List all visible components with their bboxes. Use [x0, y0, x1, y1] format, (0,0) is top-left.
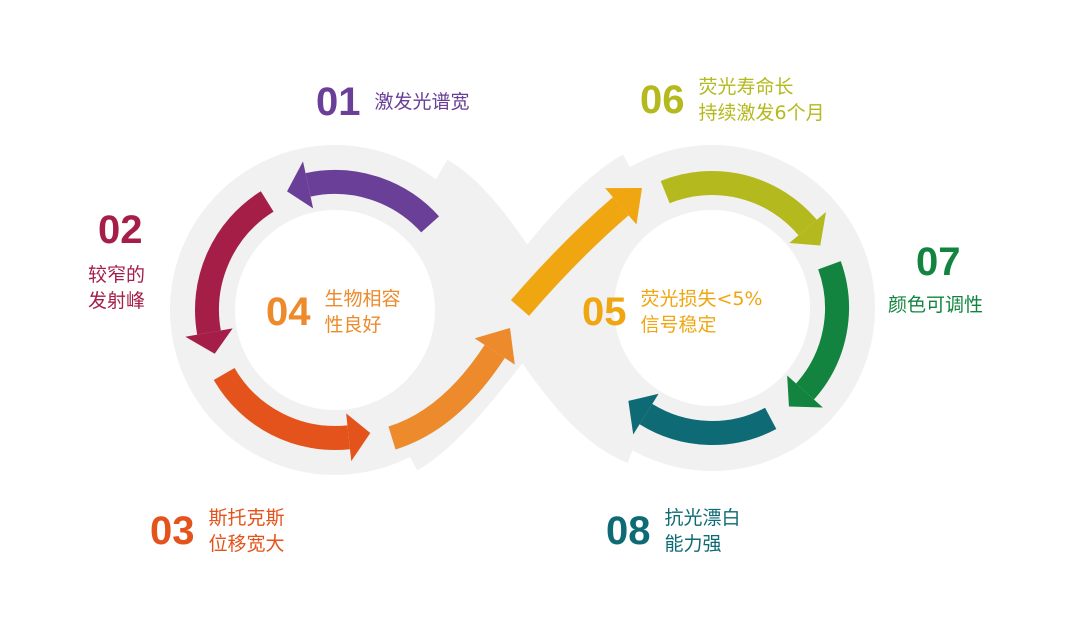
arrow-07-head	[787, 375, 823, 408]
step-05-label: 05 荧光损失<5% 信号稳定	[582, 286, 763, 338]
step-08-label: 08 抗光漂白 能力强	[606, 505, 741, 557]
step-number: 01	[316, 80, 361, 124]
arrow-02-head	[185, 328, 233, 354]
loop-inner-left	[235, 210, 435, 410]
arrow-06-shaft	[660, 171, 817, 236]
step-text: 抗光漂白	[664, 507, 741, 529]
arrow-01-head	[287, 161, 314, 209]
step-text: 较窄的	[88, 264, 146, 286]
step-number: 07	[916, 240, 961, 284]
step-text: 荧光损失<5%	[640, 288, 763, 310]
step-text: 颜色可调性	[888, 294, 984, 316]
arrow-08-head	[628, 393, 659, 435]
step-number: 05	[582, 290, 627, 334]
arrow-03-head	[346, 413, 371, 462]
arrow-04-head	[474, 328, 515, 365]
step-number: 06	[640, 78, 685, 122]
step-text: 能力强	[664, 533, 722, 555]
step-01-label: 01 激发光谱宽	[316, 82, 470, 122]
step-text: 性良好	[324, 314, 382, 336]
arrow-02-shaft	[195, 191, 274, 335]
step-06-label: 06 荧光寿命长 持续激发6个月	[640, 74, 825, 126]
arrow-01-shaft	[305, 170, 440, 233]
step-text: 发射峰	[88, 290, 146, 312]
step-number: 02	[98, 208, 143, 252]
step-text: 斯托克斯	[208, 507, 285, 529]
arrow-04-shaft	[388, 344, 505, 450]
step-03-label: 03 斯托克斯 位移宽大	[150, 505, 285, 557]
loop-inner-right	[614, 210, 810, 406]
step-07-label: 07 颜色可调性	[888, 242, 983, 318]
arrow-03-shaft	[213, 367, 350, 450]
step-number: 04	[266, 290, 311, 334]
step-text: 位移宽大	[208, 533, 285, 555]
step-number: 08	[606, 509, 651, 553]
step-text: 信号稳定	[640, 314, 717, 336]
arrow-08-shaft	[639, 403, 777, 445]
step-text: 激发光谱宽	[374, 91, 470, 113]
arrow-05-shaft	[510, 197, 629, 316]
step-number: 03	[150, 509, 195, 553]
arrow-06-head	[789, 212, 826, 246]
step-text: 生物相容	[324, 288, 401, 310]
arrow-05-head	[605, 188, 642, 225]
step-text: 荧光寿命长	[698, 76, 794, 98]
step-text: 持续激发6个月	[698, 102, 825, 124]
arrow-07-shaft	[795, 261, 849, 400]
step-02-label: 02 较窄的 发射峰	[88, 210, 145, 314]
step-04-label: 04 生物相容 性良好	[266, 286, 401, 338]
